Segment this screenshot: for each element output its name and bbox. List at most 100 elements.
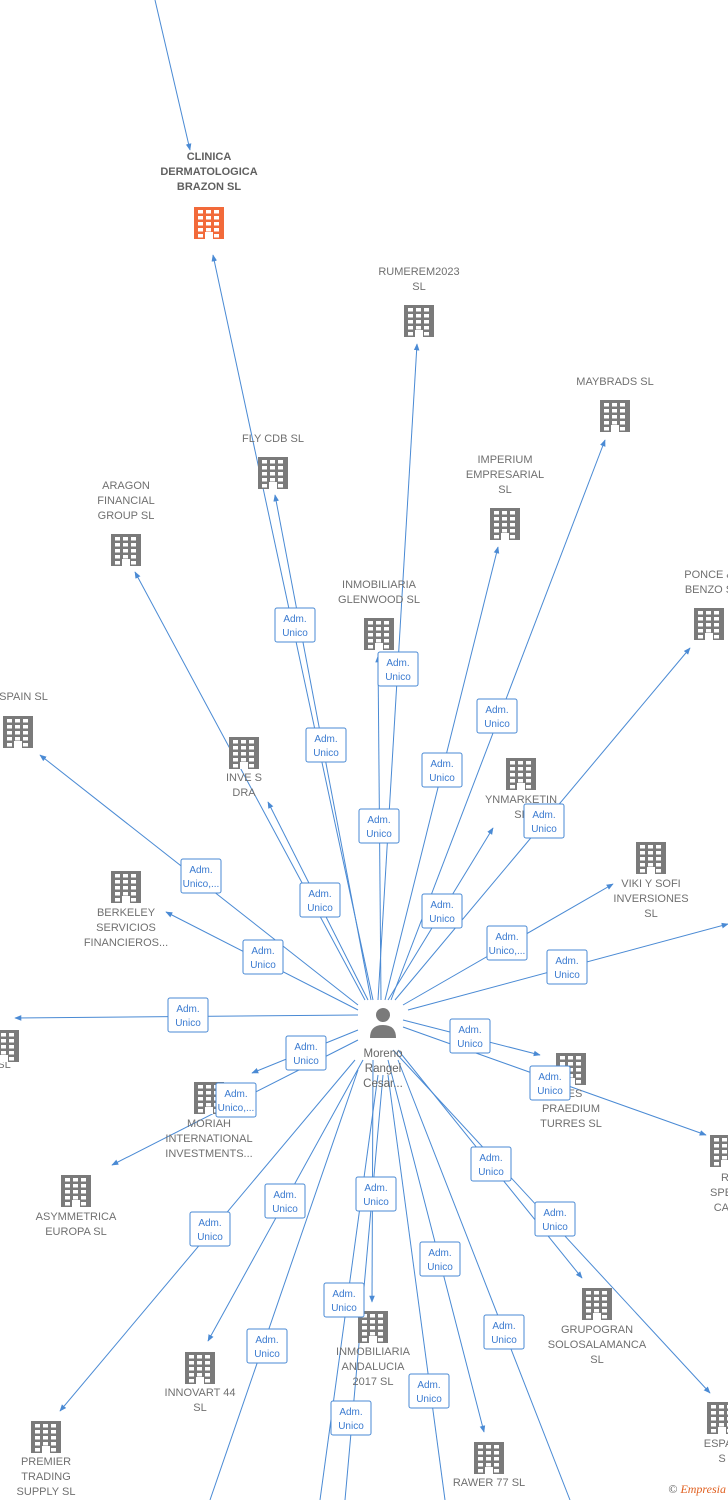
edge-role-label[interactable]: Adm.Unico bbox=[449, 1018, 491, 1054]
edge-role-text: Adm. bbox=[294, 1042, 317, 1053]
company-node-ponce[interactable]: PONCE & BENZO S bbox=[684, 569, 728, 596]
company-label-line: BENZO S bbox=[685, 584, 728, 596]
edge-role-label[interactable]: Adm.Unico,... bbox=[215, 1082, 257, 1118]
building-icon bbox=[582, 1288, 612, 1320]
building-icon bbox=[707, 1402, 728, 1434]
company-node-rawer[interactable]: RAWER 77 SL bbox=[453, 1477, 525, 1489]
building-icon bbox=[0, 1030, 19, 1062]
edge-role-text: Unico,... bbox=[183, 879, 220, 890]
company-label-line: INVESTMENTS... bbox=[165, 1148, 252, 1160]
company-label-line: ANDALUCIA bbox=[342, 1361, 406, 1373]
edge-role-text: Unico bbox=[427, 1262, 453, 1273]
edge-role-label[interactable]: Adm.Unico bbox=[246, 1328, 288, 1364]
edge-role-label[interactable]: Adm.Unico bbox=[546, 949, 588, 985]
edge-role-text: Adm. bbox=[543, 1208, 566, 1219]
company-node-berkeley[interactable]: BERKELEYSERVICIOSFINANCIEROS... bbox=[84, 907, 168, 949]
company-label-line: S bbox=[718, 1453, 725, 1465]
company-node-inmoandalucia[interactable]: INMOBILIARIA ANDALUCIA 2017 SL bbox=[336, 1346, 411, 1388]
company-node-espac[interactable]: ESPACS bbox=[704, 1438, 728, 1465]
company-node-uspain[interactable]: U SPAIN SL bbox=[0, 691, 48, 703]
edge-role-text: Unico,... bbox=[218, 1103, 255, 1114]
edge-role-label[interactable]: Adm. Unico bbox=[534, 1201, 576, 1237]
company-node-flycdb[interactable]: FLY CDB SL bbox=[242, 433, 304, 445]
edge-role-label[interactable]: Adm.Unico bbox=[323, 1282, 365, 1318]
edge-role-label[interactable]: Adm.Unico bbox=[377, 651, 419, 687]
edge-role-text: Adm. bbox=[364, 1183, 387, 1194]
company-label-line: DRA bbox=[232, 787, 256, 799]
edge-role-text: Unico bbox=[429, 914, 455, 925]
edge-role-label[interactable]: Adm.Unico bbox=[330, 1400, 372, 1436]
company-label-line: RUMEREM2023 bbox=[378, 266, 459, 278]
edge-role-label[interactable]: Adm.Unico bbox=[421, 893, 463, 929]
edge-role-label[interactable]: Adm.Unico bbox=[285, 1035, 327, 1071]
edge-role-label[interactable]: Adm.Unico bbox=[189, 1211, 231, 1247]
edge-role-label[interactable]: Adm.Unico bbox=[470, 1146, 512, 1182]
company-label-line: RAWER 77 SL bbox=[453, 1477, 525, 1489]
edge-role-text: Unico bbox=[537, 1086, 563, 1097]
edge-role-text: Unico bbox=[531, 824, 557, 835]
edge-role-label[interactable]: Adm.Unico,... bbox=[486, 925, 528, 961]
company-label-line: PONCE & bbox=[684, 569, 728, 581]
edge-role-label[interactable]: Adm.Unico,... bbox=[180, 858, 222, 894]
company-label-line: INMOBILIARIA bbox=[336, 1346, 411, 1358]
edge-role-text: Unico bbox=[175, 1018, 201, 1029]
building-icon bbox=[61, 1175, 91, 1207]
edge-role-text: Adm. bbox=[555, 956, 578, 967]
building-icon bbox=[111, 534, 141, 566]
edge-role-label[interactable]: Adm. Unico bbox=[167, 997, 209, 1033]
edge-role-label[interactable]: Adm.Unico bbox=[419, 1241, 461, 1277]
edge-role-text: Unico bbox=[416, 1394, 442, 1405]
edge-role-label[interactable]: Adm. Unico bbox=[242, 939, 284, 975]
edge-role-label[interactable]: Adm.Unico bbox=[299, 882, 341, 918]
copyright-symbol: © bbox=[668, 1482, 678, 1496]
company-label-line: ARAGON bbox=[102, 480, 150, 492]
company-label-line: 2017 SL bbox=[353, 1376, 394, 1388]
person-node[interactable]: MorenoRangelCesar... bbox=[363, 1008, 403, 1090]
edge-role-label[interactable]: Adm.Unico bbox=[529, 1065, 571, 1101]
edge-role-label[interactable]: Adm.Unico bbox=[355, 1176, 397, 1212]
edge-role-label[interactable]: Adm.Unico bbox=[408, 1373, 450, 1409]
edge-role-label[interactable]: Adm.Unico bbox=[523, 803, 565, 839]
edge-role-label[interactable]: Adm.Unico bbox=[305, 727, 347, 763]
building-icon bbox=[3, 716, 33, 748]
company-node-moriah[interactable]: MORIAHINTERNATIONALINVESTMENTS... bbox=[165, 1118, 252, 1160]
edge-role-text: Adm. bbox=[430, 759, 453, 770]
edge-role-text: Adm. bbox=[314, 734, 337, 745]
edge-role-label[interactable]: Adm.Unico bbox=[264, 1183, 306, 1219]
building-icon bbox=[694, 608, 724, 640]
company-label-line: SERVICIOS bbox=[96, 922, 156, 934]
company-node-rsper[interactable]: RSPERCAP bbox=[710, 1172, 728, 1214]
edge-role-label[interactable]: Adm.Unico bbox=[358, 808, 400, 844]
company-label-line: TRADING bbox=[21, 1471, 71, 1483]
building-icon bbox=[404, 305, 434, 337]
edge-role-text: Adm. bbox=[251, 946, 274, 957]
company-node-maybrads[interactable]: MAYBRADS SL bbox=[576, 376, 653, 388]
company-label-line: MORIAH bbox=[187, 1118, 231, 1130]
edge-role-label[interactable]: Adm.Unico bbox=[274, 607, 316, 643]
edge-role-text: Unico bbox=[282, 628, 308, 639]
edge-role-label[interactable]: Adm.Unico bbox=[483, 1314, 525, 1350]
company-label-line: INVERSIONES bbox=[613, 893, 688, 905]
company-label-line: FINANCIAL bbox=[97, 495, 154, 507]
edge-role-text: Unico bbox=[542, 1222, 568, 1233]
edge-role-label[interactable]: Adm.Unico bbox=[476, 698, 518, 734]
edge-role-text: Unico bbox=[484, 719, 510, 730]
edge-role-label[interactable]: Adm.Unico bbox=[421, 752, 463, 788]
edge-role-text: Adm. bbox=[176, 1004, 199, 1015]
company-label-line: PRAEDIUM bbox=[542, 1103, 600, 1115]
edge-role-text: Unico bbox=[250, 960, 276, 971]
edge-role-text: Adm. bbox=[255, 1335, 278, 1346]
